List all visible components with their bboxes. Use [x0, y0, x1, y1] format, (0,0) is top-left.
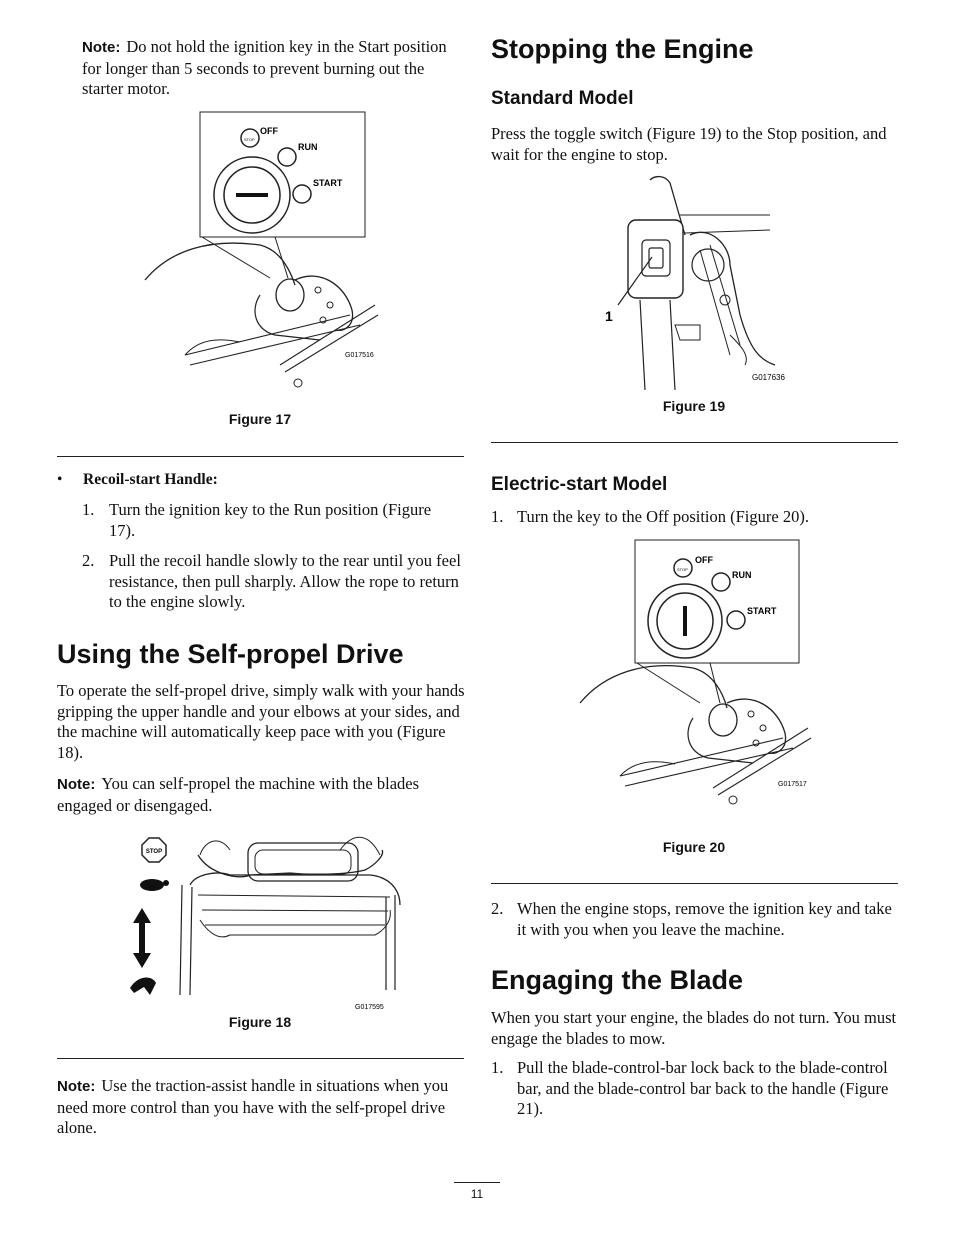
- note-label: Note:: [57, 1078, 96, 1095]
- note-label: Note:: [57, 776, 96, 793]
- fig20-off-label: OFF: [695, 555, 713, 565]
- step-number: 1.: [82, 500, 95, 519]
- heading-engaging-blade: Engaging the Blade: [491, 965, 744, 995]
- step-text: Pull the blade-control-bar lock back to …: [517, 1058, 889, 1118]
- fig19-callout-1: 1: [605, 308, 613, 324]
- note-text: You can self-propel the machine with the…: [57, 774, 420, 815]
- footer-rule: [454, 1182, 500, 1183]
- step-number: 2.: [82, 551, 95, 570]
- figure-18-caption: Figure 18: [228, 1014, 292, 1030]
- divider: [491, 442, 898, 443]
- fig18-code: G017595: [355, 1004, 384, 1011]
- step-number: 2.: [491, 899, 504, 918]
- note-text: Do not hold the ignition key in the Star…: [82, 37, 447, 98]
- heading-standard-model: Standard Model: [491, 88, 634, 109]
- figure-17-illustration: OFF RUN START STOP G017516: [144, 111, 379, 388]
- divider: [491, 883, 898, 884]
- step-text: Turn the key to the Off position (Figure…: [517, 507, 809, 526]
- figure-20-caption: Figure 20: [662, 839, 726, 855]
- fig19-code: G017636: [752, 373, 785, 382]
- fig18-stop-label: STOP: [146, 849, 162, 855]
- figure-19-caption: Figure 19: [662, 398, 726, 414]
- fig20-stop-label: STOP: [677, 567, 688, 572]
- page-number: 11: [470, 1187, 484, 1201]
- step-text: When the engine stops, remove the igniti…: [517, 899, 892, 939]
- engaging-blade-body: When you start your engine, the blades d…: [491, 1008, 897, 1048]
- self-propel-body: To operate the self-propel drive, simply…: [57, 681, 465, 762]
- bullet-mark: •: [57, 471, 63, 488]
- fig20-run-label: RUN: [732, 570, 752, 580]
- fig17-start-label: START: [313, 178, 343, 188]
- fig17-run-label: RUN: [298, 142, 318, 152]
- standard-model-body: Press the toggle switch (Figure 19) to t…: [491, 124, 887, 164]
- heading-self-propel: Using the Self-propel Drive: [57, 639, 404, 669]
- figure-20-illustration: OFF RUN START STOP G017517: [579, 539, 812, 805]
- figure-18-illustration: STOP G017595: [130, 837, 401, 1011]
- note-traction-assist: Note:Use the traction-assist handle in s…: [57, 1076, 465, 1139]
- fig20-start-label: START: [747, 606, 777, 616]
- heading-stopping-engine: Stopping the Engine: [491, 34, 754, 64]
- fig20-code: G017517: [778, 781, 807, 788]
- fig17-stop-label: STOP: [244, 137, 255, 142]
- step-text: Turn the ignition key to the Run positio…: [109, 500, 432, 540]
- self-propel-note: Note:You can self-propel the machine wit…: [57, 774, 465, 816]
- note-starter-motor: Note:Do not hold the ignition key in the…: [82, 37, 457, 100]
- note-label: Note:: [82, 39, 121, 56]
- divider: [57, 456, 464, 457]
- note-text: Use the traction-assist handle in situat…: [57, 1076, 449, 1137]
- fig17-code: G017516: [345, 352, 374, 359]
- figure-17-caption: Figure 17: [228, 411, 292, 427]
- heading-electric-start: Electric-start Model: [491, 474, 668, 495]
- divider: [57, 1058, 464, 1059]
- bullet-recoil-start: • Recoil-start Handle:: [57, 470, 462, 491]
- figure-19-illustration: 1 G017636: [605, 175, 785, 391]
- step-number: 1.: [491, 1058, 504, 1077]
- recoil-title: Recoil-start Handle:: [83, 471, 218, 488]
- step-number: 1.: [491, 507, 504, 526]
- fig17-off-label: OFF: [260, 126, 278, 136]
- step-text: Pull the recoil handle slowly to the rea…: [109, 551, 461, 611]
